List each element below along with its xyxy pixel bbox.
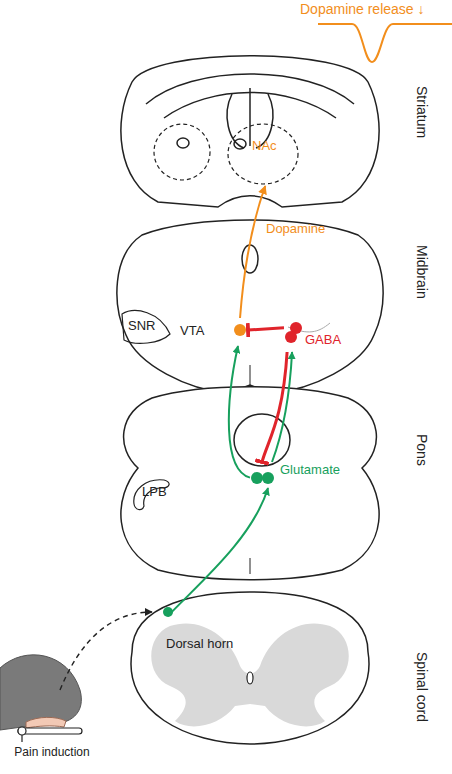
neuron-group: GABA xyxy=(284,318,346,352)
region-heading: Striatum xyxy=(414,86,429,138)
hand-finger xyxy=(26,717,66,728)
dorsal-horn-shape xyxy=(140,616,360,734)
brain-section: PonsLPBGlutamate xyxy=(112,388,388,578)
arm-illustration xyxy=(0,655,81,730)
stimulus-pin xyxy=(18,727,26,735)
trace-label: Dopamine release ↓ xyxy=(300,2,452,16)
node-label: Glutamate xyxy=(280,462,340,477)
region-heading: Pons xyxy=(414,434,429,466)
region-heading: Midbrain xyxy=(414,245,429,299)
edge-label: Dopamine xyxy=(266,222,325,236)
node-label: Dorsal horn xyxy=(166,636,233,651)
node-label: LPB xyxy=(142,484,167,499)
nucleus-region: SNR xyxy=(120,304,172,348)
node-label: VTA xyxy=(180,323,204,338)
region-heading: Spinal cord xyxy=(414,652,429,722)
nucleus-region: VTA xyxy=(178,318,248,346)
brain-section: MidbrainVTASNRGABA xyxy=(112,215,388,395)
striatum-outline xyxy=(112,42,388,210)
nucleus-region: NAc xyxy=(226,122,300,186)
node-label: NAc xyxy=(252,138,277,153)
nucleus-region: LPB xyxy=(130,476,172,512)
dopamine-trace xyxy=(318,24,452,62)
stimulus-label: Pain induction xyxy=(14,745,90,759)
brain-section: StriatumNAc xyxy=(112,42,388,210)
nac-outline xyxy=(226,122,300,186)
stimulus-bar xyxy=(18,728,82,734)
neuron-group: Glutamate xyxy=(250,462,350,488)
pons-outline xyxy=(112,388,388,578)
brain-section: Spinal cordDorsal horn xyxy=(112,592,388,744)
gray-matter-region: Dorsal horn xyxy=(140,616,360,734)
midbrain-outline xyxy=(112,215,388,395)
node-label: SNR xyxy=(128,318,155,333)
stimulus-pin-stem xyxy=(21,735,22,742)
node-label: GABA xyxy=(305,332,341,347)
